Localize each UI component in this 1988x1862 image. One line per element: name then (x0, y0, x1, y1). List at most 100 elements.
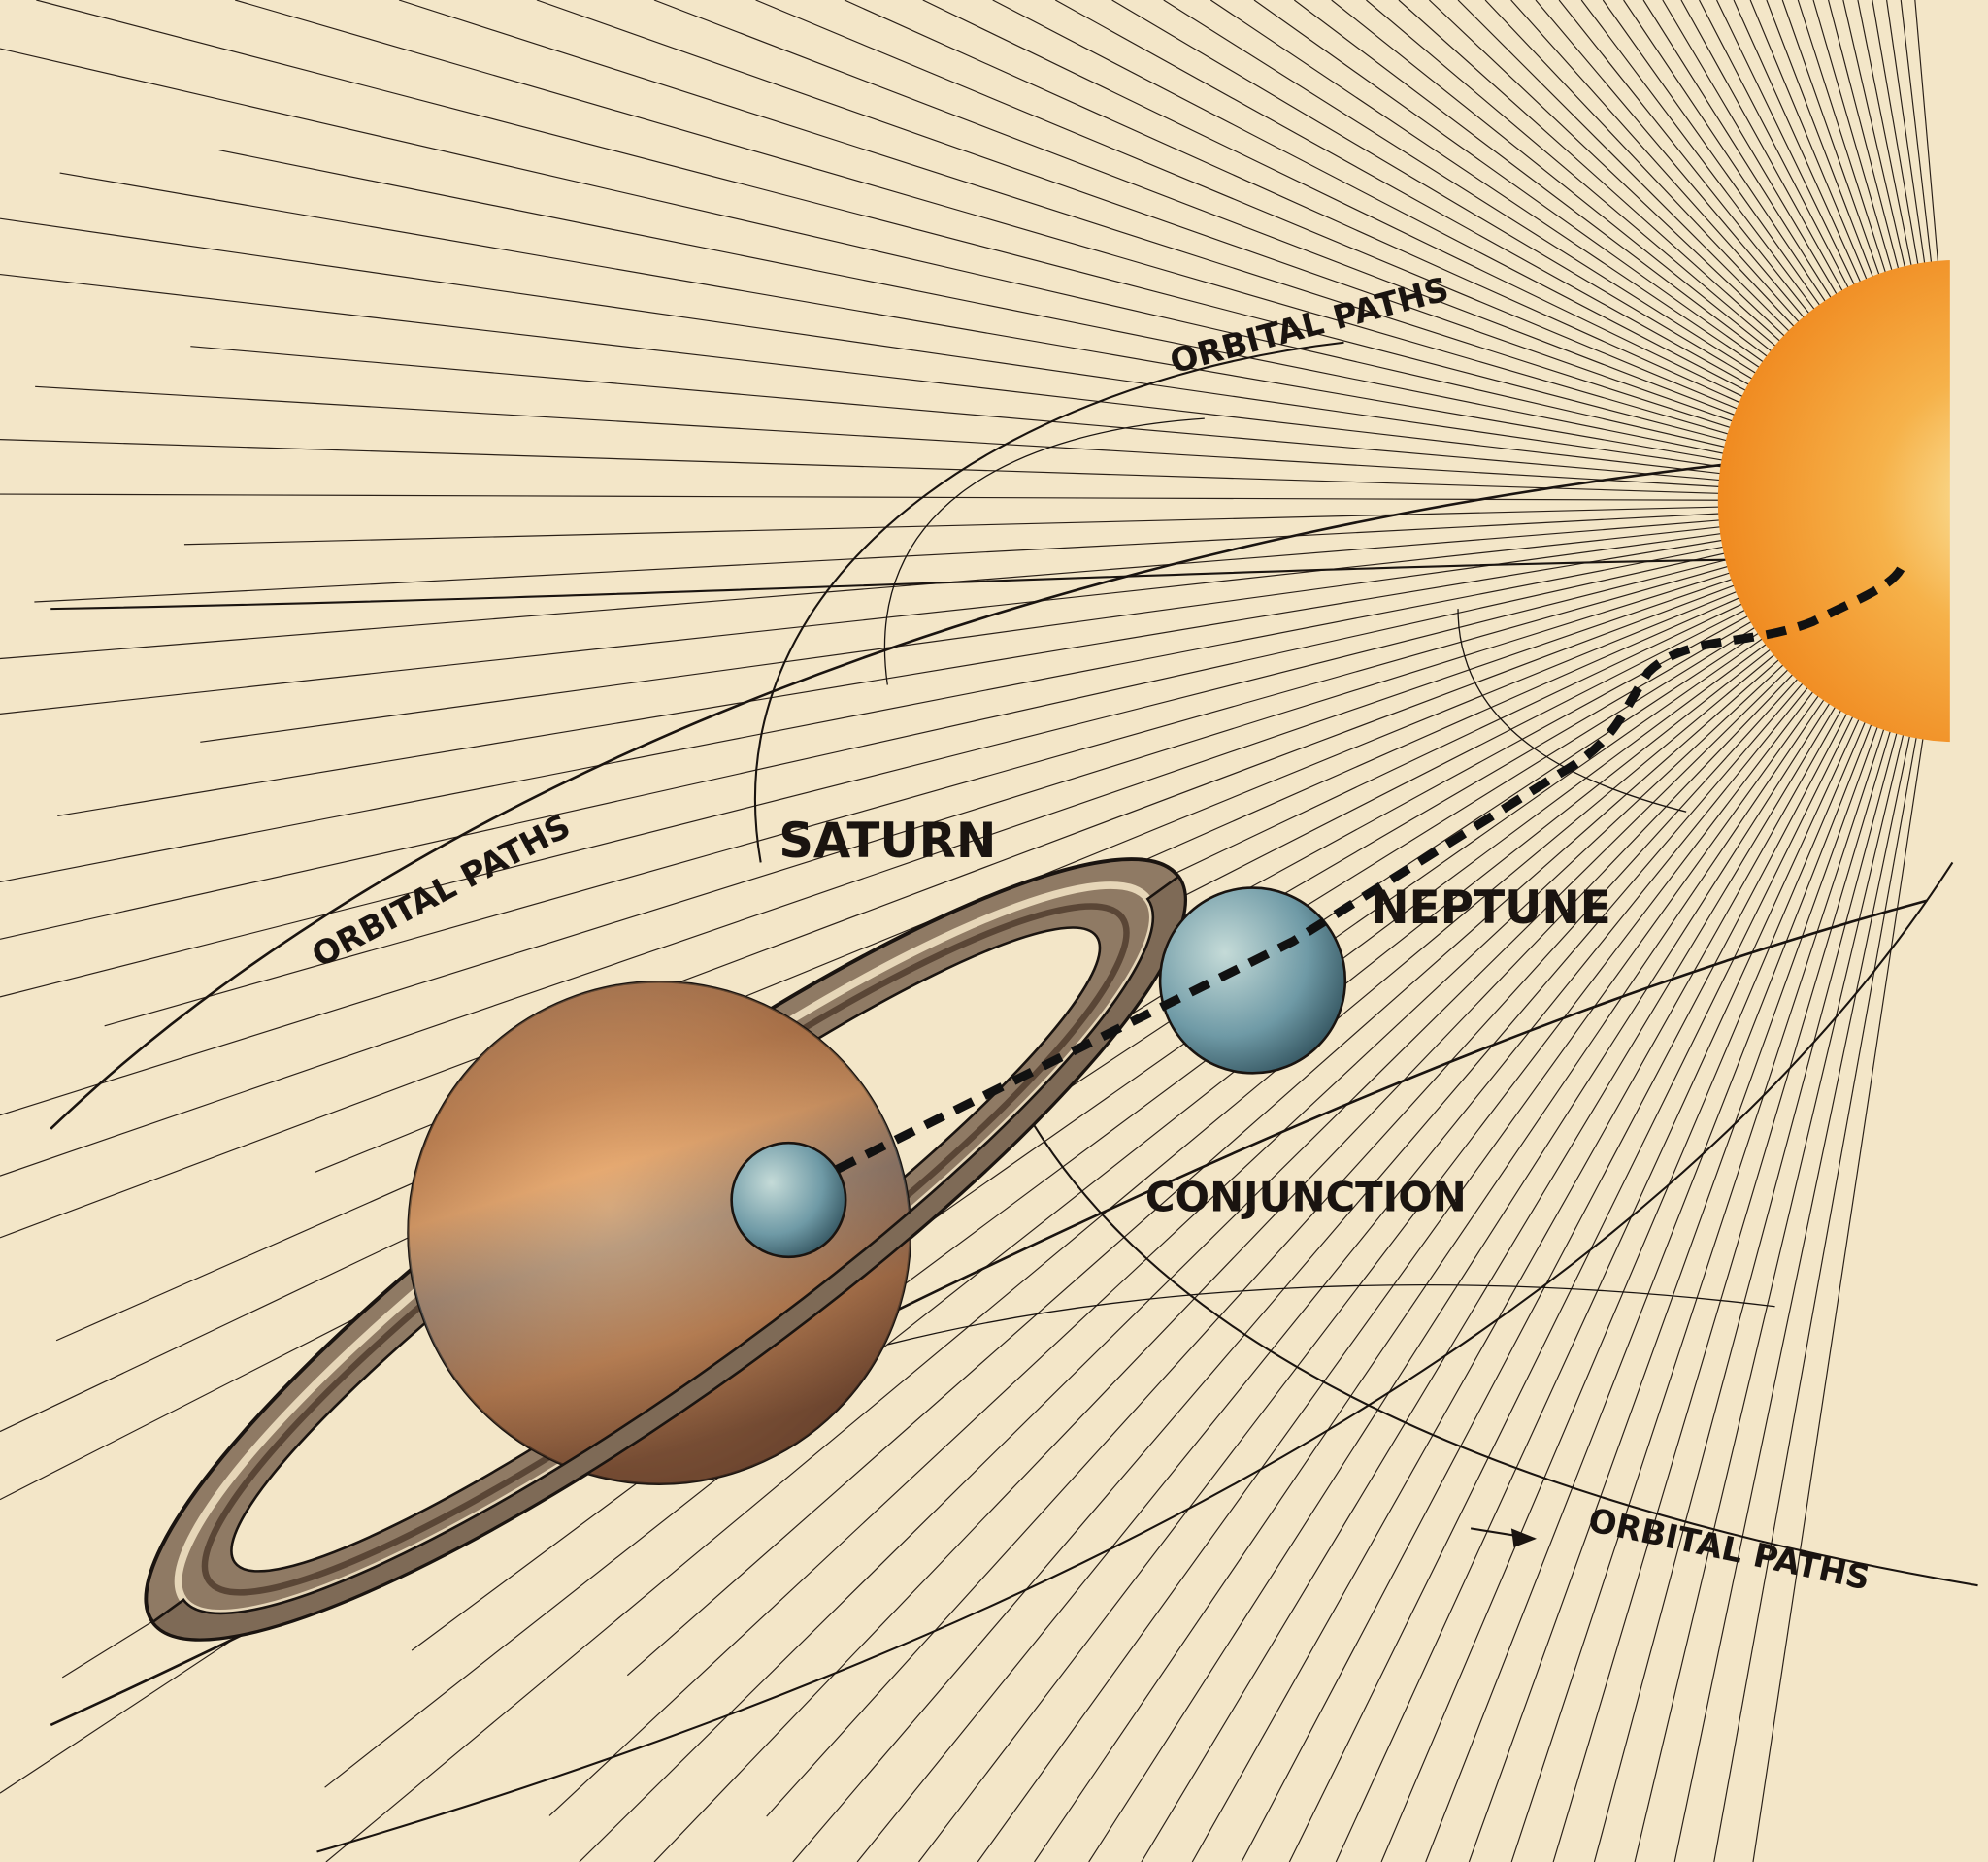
orbit-curve (50, 556, 1940, 611)
sun-ray (1054, 0, 1793, 410)
orbit-curve (1012, 1090, 1978, 1587)
conjunction-label: CONJUNCTION (1145, 1174, 1467, 1221)
sun-ray (218, 149, 1773, 464)
sun-ray (1580, 0, 1845, 349)
sun-ray (1468, 680, 1896, 1862)
sun-ray (1733, 0, 1882, 328)
sun-ray (579, 634, 1824, 1862)
sun-ray (1163, 0, 1799, 401)
neptune (1158, 886, 1347, 1075)
sun-ray (1335, 674, 1880, 1862)
sun-ray (536, 0, 1780, 439)
sun-ray (766, 641, 1832, 1817)
conjunction-dashed-line (834, 556, 1909, 1174)
sun-ray (1900, 0, 1938, 313)
sun-ray (35, 385, 1770, 491)
sun-ray (1366, 0, 1814, 380)
sun-ray (917, 651, 1844, 1862)
sun-ray (200, 526, 1771, 743)
sun-ray (1425, 678, 1891, 1862)
sun-ray (1111, 0, 1796, 405)
sun-ray (0, 520, 1771, 715)
sun-ray (1141, 663, 1862, 1862)
sun-ray (1716, 0, 1877, 330)
sun-ray (1293, 0, 1807, 387)
sun-ray (1872, 0, 1928, 315)
sun-ray (1623, 0, 1854, 344)
sun-ray (1634, 685, 1916, 1862)
orbit-curve (883, 417, 1205, 685)
sun-ray (0, 567, 1781, 1239)
sun-ray (1457, 0, 1825, 367)
sun-ray (1857, 0, 1922, 316)
sun-ray (1593, 684, 1910, 1862)
sun-ray (1797, 0, 1902, 320)
sun-ray (1752, 688, 1932, 1862)
sun-ray (34, 510, 1770, 603)
sun-ray (1484, 0, 1829, 364)
sun-ray (1914, 0, 1943, 312)
sun-ray (1535, 0, 1837, 356)
sun-ray (1886, 0, 1933, 314)
sun-ray (1510, 682, 1901, 1862)
orbit-curve (316, 861, 1954, 1853)
sun-ray (1828, 0, 1912, 317)
sun-ray (1673, 686, 1921, 1862)
sun-ray (1602, 0, 1849, 347)
sun-ray (653, 0, 1782, 434)
sun-ray (1253, 0, 1805, 392)
moon (730, 1141, 847, 1259)
sun-ray (1699, 0, 1872, 333)
orbital-path-curves (50, 341, 1978, 1853)
sun-ray (1331, 0, 1811, 383)
saturn-label: SATURN (779, 813, 996, 869)
sun-ray (1766, 0, 1892, 324)
sun-ray (0, 217, 1772, 475)
sun-ray (1842, 0, 1917, 316)
sun-ray (1380, 676, 1885, 1862)
sun-ray (0, 542, 1773, 940)
sun-ray (1680, 0, 1868, 335)
sun-ray (844, 0, 1786, 424)
sun-ray (1781, 0, 1897, 322)
sun-ray (1428, 0, 1822, 371)
orbit-curve (887, 1284, 1775, 1346)
sun-ray (104, 551, 1776, 1027)
sun-ray (0, 273, 1771, 481)
sun-ray (1088, 660, 1857, 1862)
orbit-curve (1457, 609, 1687, 813)
sun-ray (0, 515, 1770, 660)
sun-ray (0, 48, 1774, 459)
sun-ray (548, 630, 1821, 1816)
sun-ray (57, 531, 1772, 817)
sun-ray (1209, 0, 1802, 396)
neptune-label: NEPTUNE (1371, 881, 1611, 935)
sun-ray (0, 536, 1773, 883)
sun-ray (36, 0, 1775, 454)
sun-ray (1642, 0, 1859, 341)
sun-ray (1288, 671, 1875, 1862)
sun-ray (1749, 0, 1887, 326)
sun-ray (0, 562, 1779, 1177)
sun-ray (792, 645, 1836, 1862)
sun-ray (183, 505, 1770, 546)
saturn (144, 857, 1187, 1642)
sun-ray (0, 439, 1770, 496)
sun-ray (234, 0, 1776, 449)
sun-ray (922, 0, 1788, 419)
sun-edge-mask (1949, 228, 1988, 787)
sun-ray (0, 557, 1778, 1116)
sun-ray (1662, 0, 1863, 338)
sun-ray (755, 0, 1784, 429)
sun-ray (190, 346, 1770, 485)
sun-ray (1558, 0, 1841, 353)
sun-ray (977, 654, 1848, 1862)
sun-ray (1812, 0, 1906, 319)
sun-ray (1713, 687, 1926, 1862)
sun (1717, 259, 1988, 743)
sun-ray (856, 648, 1840, 1862)
sun-ray (1241, 669, 1872, 1862)
arrow-head-icon (1510, 1528, 1538, 1547)
sun-ray (653, 638, 1828, 1862)
